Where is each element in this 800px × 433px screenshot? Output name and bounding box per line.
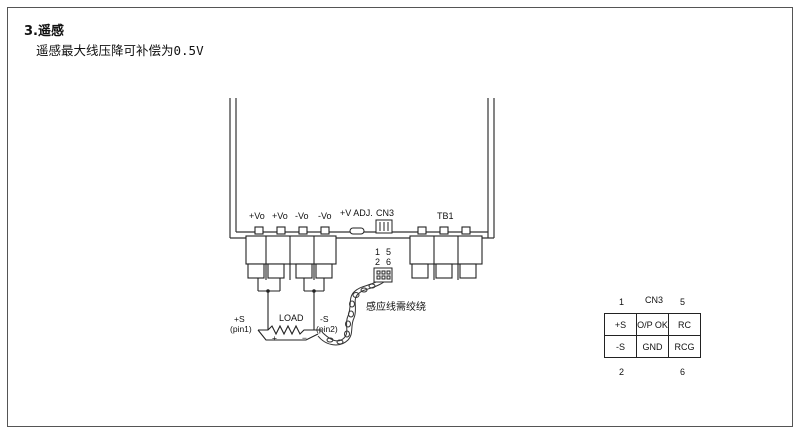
terminal-label-vo-minus-2: -Vo	[318, 211, 332, 221]
load-minus-sign: −	[302, 333, 307, 343]
junction-dot	[312, 289, 316, 293]
table-cell: +S	[604, 313, 637, 336]
pin-number-1: 1	[375, 247, 380, 257]
load-resistor	[257, 324, 322, 341]
terminal-label-vo-minus-1: -Vo	[295, 211, 309, 221]
cn3-board-connector	[375, 219, 393, 234]
section-note: 遥感最大线压降可补偿为0.5V	[36, 43, 204, 58]
cn3-table-num-1: 1	[619, 297, 625, 307]
cn3-pin-table: +S O/P OK RC -S GND RCG	[604, 313, 701, 358]
pin-number-5: 5	[386, 247, 391, 257]
tb1-terminal-block	[409, 226, 483, 280]
section-title: 遥感	[37, 24, 64, 39]
cn3-table-title: CN3	[645, 295, 664, 305]
section-number: 3.	[24, 24, 38, 39]
terminal-label-vo-plus-1: +Vo	[249, 211, 265, 221]
load-label: LOAD	[279, 313, 304, 323]
cn3-table-num-5: 5	[680, 297, 686, 307]
terminal-label-vo-plus-2: +Vo	[272, 211, 288, 221]
sense-pin-header	[373, 267, 393, 283]
v-adj-label: +V ADJ.	[340, 208, 373, 218]
table-cell: -S	[604, 335, 637, 358]
tb1-label: TB1	[437, 211, 454, 221]
table-cell: RCG	[668, 335, 701, 358]
output-terminal-block	[245, 226, 337, 280]
s-minus-pin-label: (pin2)	[316, 324, 338, 334]
v-adj-potentiometer	[349, 227, 365, 235]
table-cell: O/P OK	[636, 313, 669, 336]
load-plus-sign: +	[272, 333, 277, 343]
table-cell: GND	[636, 335, 669, 358]
sense-wire-label: 感应线需绞绕	[366, 300, 426, 313]
table-row: -S GND RCG	[604, 335, 701, 358]
s-minus-label: -S	[320, 314, 329, 324]
pin-number-6: 6	[386, 257, 391, 267]
pin-number-2: 2	[375, 257, 380, 267]
table-row: +S O/P OK RC	[604, 313, 701, 336]
page-frame	[7, 7, 793, 427]
cn3-board-label: CN3	[376, 208, 394, 218]
cn3-table-num-2: 2	[619, 367, 625, 377]
cn3-table-num-6: 6	[680, 367, 686, 377]
twisted-sense-wire	[317, 281, 385, 346]
section-heading: 3.遥感	[24, 20, 64, 39]
table-cell: RC	[668, 313, 701, 336]
junction-dot	[266, 289, 270, 293]
s-plus-label: +S	[234, 314, 245, 324]
s-plus-pin-label: (pin1)	[230, 324, 252, 334]
